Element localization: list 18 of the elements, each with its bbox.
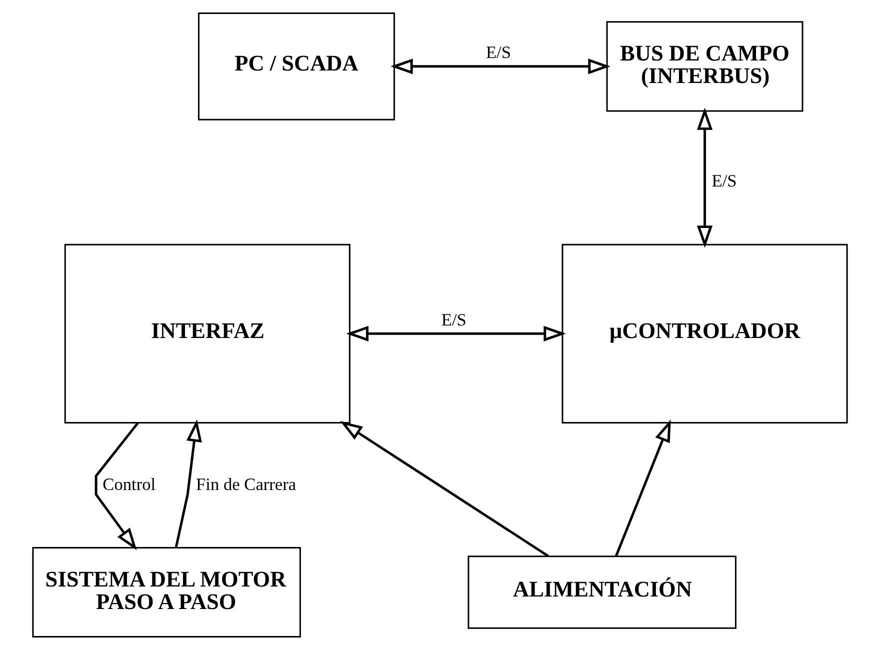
arrow bbox=[346, 326, 566, 342]
node-box: ALIMENTACIÓN bbox=[467, 556, 736, 629]
arrow bbox=[390, 58, 610, 74]
arrow bbox=[340, 421, 548, 558]
arrow bbox=[174, 419, 202, 548]
arrow bbox=[696, 108, 712, 248]
node-box: SISTEMA DEL MOTOR PASO A PASO bbox=[32, 546, 300, 638]
node-box: INTERFAZ bbox=[64, 244, 350, 424]
node-box: μCONTROLADOR bbox=[561, 244, 848, 424]
arrow bbox=[614, 420, 670, 557]
edge-label: E/S bbox=[485, 43, 510, 62]
edge-label: Control bbox=[102, 474, 156, 494]
node-box: BUS DE CAMPO (INTERBUS) bbox=[606, 21, 803, 112]
edge-label: E/S bbox=[440, 310, 466, 330]
node-box: PC / SCADA bbox=[198, 12, 394, 120]
edge-label: E/S bbox=[711, 172, 736, 191]
edge-label: Fin de Carrera bbox=[196, 474, 296, 494]
arrow bbox=[94, 422, 138, 550]
